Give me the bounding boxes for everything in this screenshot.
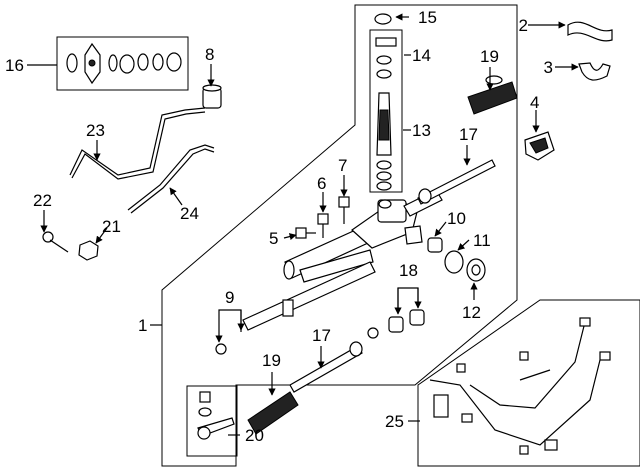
callout-11: 11	[473, 231, 491, 250]
return-pipe-24	[127, 144, 215, 214]
pinion-valve-13-14-15	[374, 13, 397, 191]
boot-19-lower	[247, 391, 299, 435]
callout-17-upper: 17	[459, 125, 478, 144]
callout-24: 24	[180, 204, 199, 223]
inner-box-13-14-15	[369, 29, 403, 193]
callout-5: 5	[269, 229, 278, 248]
callout-2: 2	[519, 16, 528, 35]
callout-20: 20	[245, 426, 264, 445]
assembly-boundary	[161, 4, 518, 467]
callout-12: 12	[462, 303, 481, 322]
bushings-18	[388, 309, 425, 333]
callout-16: 16	[5, 56, 24, 75]
callout-4: 4	[530, 93, 539, 112]
callout-8: 8	[205, 45, 214, 64]
inner-box-20	[186, 385, 238, 457]
callout-labels: 1 2 3 4 5 6 7 8 9 10 11 12 13 14 15 16 1…	[5, 8, 553, 445]
leader-lines	[27, 13, 579, 436]
rack-bar-9	[242, 261, 376, 331]
callout-19-upper: 19	[480, 47, 499, 66]
seal-kit-box	[56, 36, 189, 91]
inner-tie-rod-17-upper	[417, 159, 496, 205]
callout-25: 25	[385, 412, 404, 431]
hose-assembly-boundary	[417, 299, 640, 467]
callout-10: 10	[447, 209, 466, 228]
hose-assembly-25	[429, 317, 611, 455]
callout-6: 6	[317, 174, 326, 193]
o-ring-9	[215, 343, 227, 355]
bushing-part-8	[202, 84, 222, 109]
inner-tie-rod-17-lower	[289, 327, 379, 393]
boot-19-upper	[467, 75, 518, 115]
bolts-5-6-7	[295, 196, 350, 239]
callout-14: 14	[412, 46, 431, 65]
callout-21: 21	[102, 217, 121, 236]
callout-3: 3	[544, 58, 553, 77]
callout-23: 23	[86, 121, 105, 140]
brackets-2-3-4	[524, 21, 613, 161]
seal-kit-parts	[66, 42, 182, 85]
outer-tie-rod-end-20	[197, 391, 235, 440]
callout-1: 1	[138, 316, 147, 335]
callout-17-lower: 17	[312, 326, 331, 345]
pressure-pipe-23	[69, 107, 206, 180]
callout-18: 18	[399, 261, 418, 280]
callout-7: 7	[338, 156, 347, 175]
callout-13: 13	[412, 121, 431, 140]
nut-21	[78, 240, 99, 261]
tie-rod-bolt-22	[42, 231, 69, 253]
callout-9: 9	[225, 288, 234, 307]
callout-22: 22	[33, 191, 52, 210]
bushings-10-11-12	[404, 225, 486, 282]
callout-15: 15	[418, 8, 437, 27]
callout-19-lower: 19	[262, 351, 281, 370]
